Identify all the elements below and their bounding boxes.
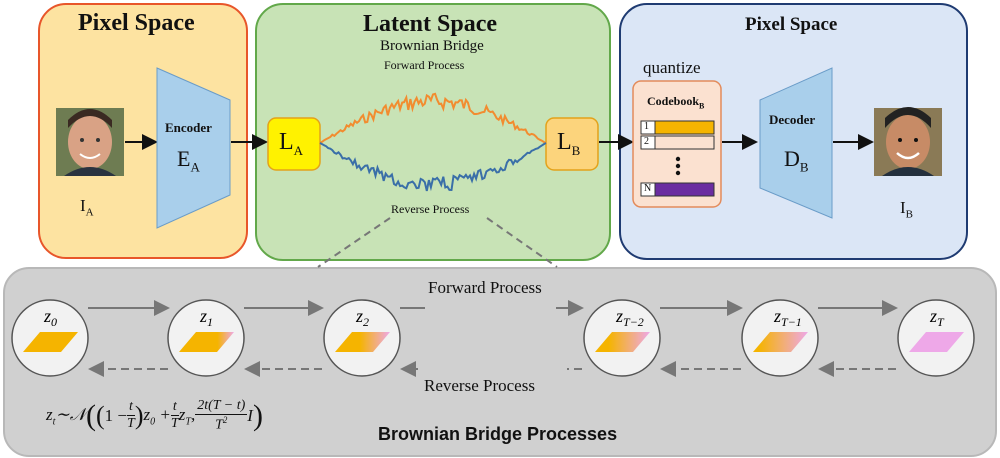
latent-node-2: z2 — [323, 299, 401, 377]
codebook-label: CodebookB — [647, 94, 705, 111]
decoder-label: Decoder — [769, 112, 816, 127]
latent-la-symbol: LA — [279, 129, 304, 158]
latent-node-5: zT — [897, 299, 975, 377]
encoder-symbol: EA — [177, 146, 200, 175]
codebook-row-2-label: 2 — [644, 136, 649, 147]
codebook-row-1-label: 1 — [644, 121, 649, 132]
brownian-bridge-subtitle: Brownian Bridge — [380, 38, 484, 54]
latent-node-3: zT−2 — [583, 299, 661, 377]
decoder-symbol: DB — [784, 146, 809, 175]
brownian-bridge-processes-title: Brownian Bridge Processes — [378, 424, 618, 444]
latent-forward-label: Forward Process — [384, 58, 465, 72]
image-b-label: IB — [900, 198, 914, 221]
encoder-label: Encoder — [165, 120, 212, 135]
codebook-row-n-label: N — [644, 183, 652, 194]
latent-node-0: z0 — [11, 299, 89, 377]
latent-reverse-label: Reverse Process — [391, 202, 470, 216]
codebook-row-n — [640, 182, 715, 197]
codebook-row-2 — [640, 135, 715, 150]
pixel-space-b-title: Pixel Space — [745, 14, 838, 35]
latent-space-title: Latent Space — [363, 11, 497, 37]
latent-node-4: zT−1 — [741, 299, 819, 377]
pixel-space-a-title: Pixel Space — [78, 10, 195, 36]
encoder-block — [156, 67, 231, 229]
quantize-label: quantize — [643, 58, 701, 77]
forward-bridge-path — [319, 92, 547, 144]
latent-lb-symbol: LB — [557, 129, 581, 158]
face-image-a — [56, 108, 124, 176]
reverse-bridge-path — [319, 142, 547, 192]
latent-node-1: z1 — [167, 299, 245, 377]
decoder-block — [759, 67, 833, 219]
codebook-row-1 — [640, 120, 715, 135]
codebook-ellipsis — [675, 156, 681, 176]
face-image-b — [874, 107, 942, 176]
bottom-reverse-label: Reverse Process — [424, 376, 535, 395]
bottom-forward-label: Forward Process — [428, 278, 542, 297]
image-a-label: IA — [80, 196, 94, 219]
